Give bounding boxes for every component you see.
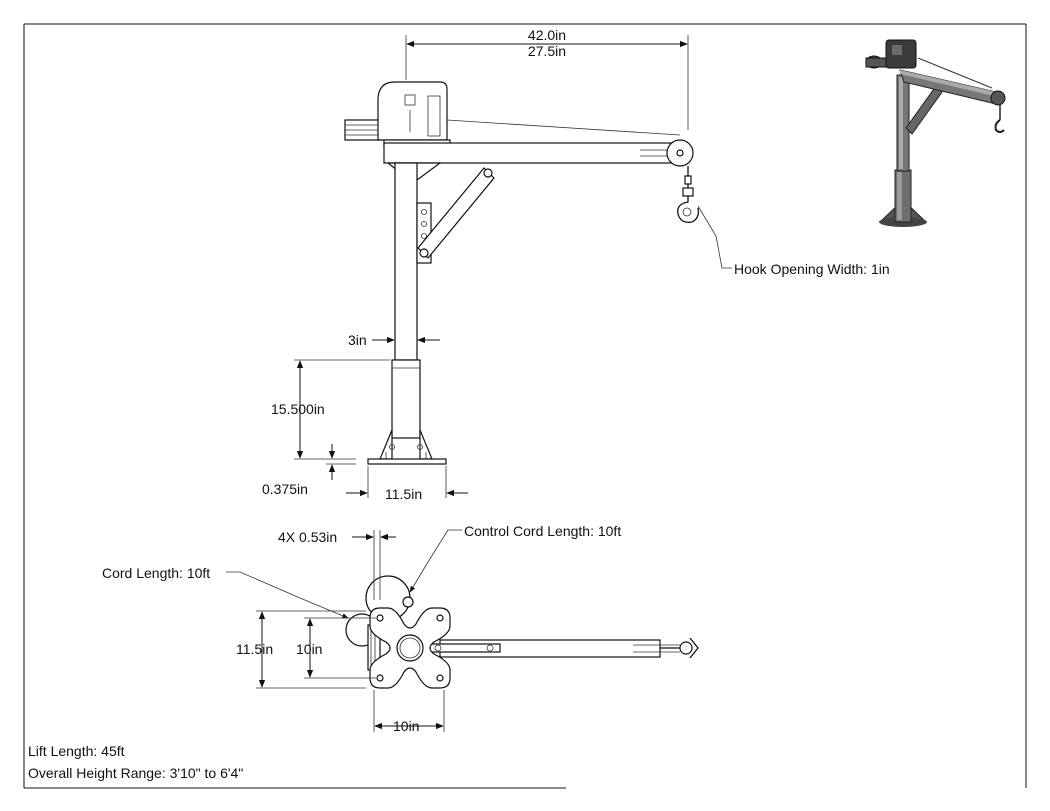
lift-length-note: Lift Length: 45ft: [28, 743, 125, 759]
base-plate: [367, 458, 447, 465]
dim-mast-width: 3in: [348, 332, 440, 348]
dim-plate-thickness: 0.375in: [262, 444, 356, 497]
dim-bolt-spacing-vertical-label: 10in: [296, 641, 322, 657]
height-range-note: Overall Height Range: 3'10" to 6'4": [28, 765, 244, 781]
boom-arm: [383, 139, 694, 167]
dim-base-width-side: 11.5in: [346, 466, 468, 502]
base-socket: [391, 359, 421, 439]
dim-base-width-side-label: 11.5in: [385, 486, 422, 502]
crane-isometric-view: [865, 39, 1006, 227]
dim-bolt-holes: 4X 0.53in: [278, 529, 396, 600]
lifting-hook: [677, 166, 700, 223]
dim-power-cord: Cord Length: 10ft: [102, 565, 349, 619]
dim-base-width-top: 11.5in: [236, 610, 366, 689]
dim-plate-thickness-label: 0.375in: [262, 481, 308, 497]
winch-body: [344, 81, 451, 147]
diagonal-brace: [417, 167, 495, 259]
dim-socket-height-label: 15.500in: [271, 401, 325, 417]
dim-socket-height: 15.500in: [271, 359, 390, 460]
dim-bolt-holes-label: 4X 0.53in: [278, 529, 337, 545]
dim-power-cord-label: Cord Length: 10ft: [102, 565, 210, 581]
dim-control-cord: Control Cord Length: 10ft: [409, 523, 621, 593]
crane-top-view: [345, 575, 699, 689]
dim-boom-length-label: 27.5in: [528, 43, 566, 59]
dim-bolt-spacing-horizontal-label: 10in: [393, 718, 419, 734]
dim-base-width-top-label: 11.5in: [236, 641, 273, 657]
dim-bolt-spacing-horizontal: 10in: [373, 690, 445, 734]
dim-overall-reach: 42.0in 27.5in: [405, 27, 689, 130]
dim-bolt-spacing-vertical: 10in: [296, 617, 376, 679]
dim-hook-opening-label: Hook Opening Width: 1in: [734, 261, 890, 277]
lift-cable: [446, 119, 681, 136]
mast-upper: [394, 162, 418, 361]
dim-overall-reach-label: 42.0in: [528, 27, 566, 43]
crane-side-view: [344, 81, 700, 465]
sheet-border: [23, 23, 1027, 789]
dim-control-cord-label: Control Cord Length: 10ft: [464, 523, 621, 539]
dim-mast-width-label: 3in: [348, 332, 367, 348]
dim-hook-opening: Hook Opening Width: 1in: [697, 205, 890, 277]
